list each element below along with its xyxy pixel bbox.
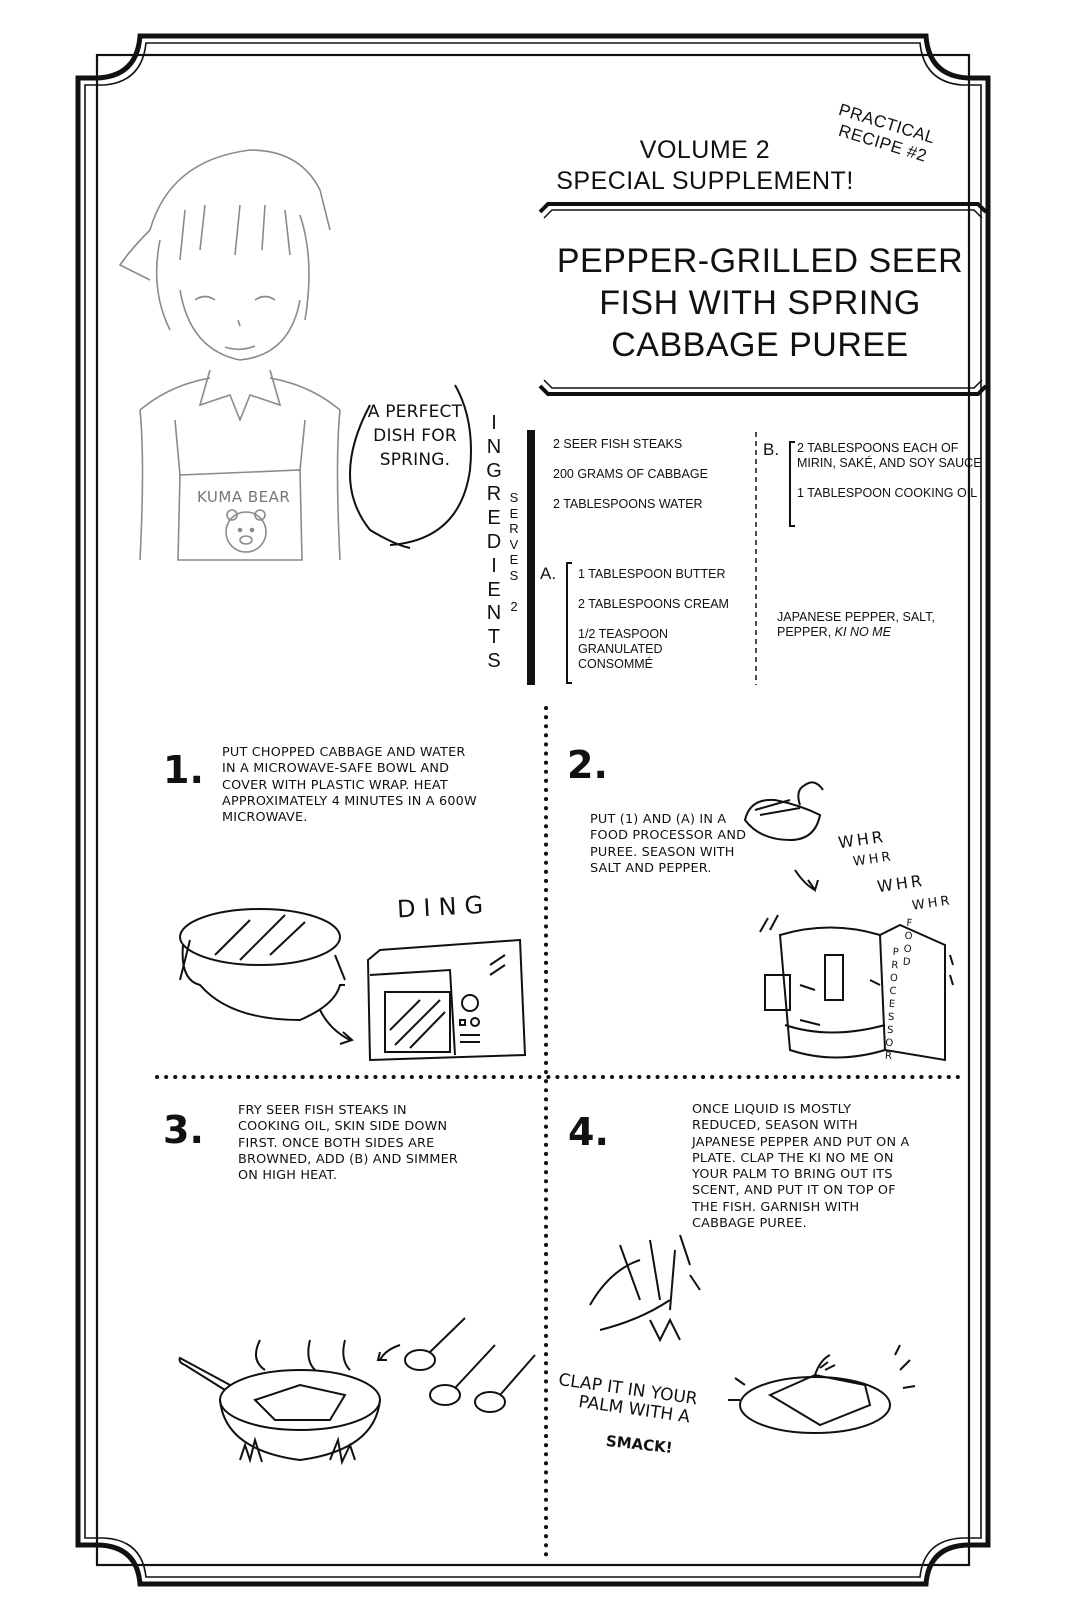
vertical-letter: S <box>487 649 501 672</box>
vertical-letter: R <box>890 959 899 972</box>
apron-text: Kuma Bear <box>197 488 291 506</box>
vertical-letter: F <box>906 917 913 930</box>
vertical-letter: O <box>903 943 912 956</box>
vertical-letter: S <box>509 490 519 505</box>
ingredients-bar <box>527 430 535 685</box>
vertical-letter: G <box>486 459 502 482</box>
vertical-letter: 2 <box>510 598 518 614</box>
vertical-letter: I <box>491 412 497 434</box>
vertical-letter: I <box>491 554 497 577</box>
vertical-letter: E <box>888 998 896 1011</box>
group-a-bracket <box>566 562 572 684</box>
vertical-letter: D <box>486 530 502 553</box>
vertical-letter: S <box>509 567 519 583</box>
step-4-text: Once liquid is mostly reduced, season wi… <box>692 1102 910 1232</box>
vertical-letter: O <box>904 930 913 943</box>
group-a-list: 1 tablespoon butter 2 tablespoons cream … <box>578 567 758 687</box>
step-3-text: Fry seer fish steaks in cooking oil, ski… <box>238 1103 459 1184</box>
vertical-letter: V <box>509 536 519 552</box>
character-illustration <box>118 149 341 561</box>
vertical-letter: E <box>487 507 501 530</box>
vertical-letter: R <box>486 483 502 506</box>
main-ingredients-list: 2 seer fish steaks 200 grams of cabbage … <box>553 437 753 527</box>
vertical-letter: R <box>509 521 519 536</box>
ingredient-item: 2 tablespoons each of mirin, saké, and s… <box>797 441 982 470</box>
ingredient-item: 2 tablespoons cream <box>578 597 729 611</box>
vertical-letter: N <box>486 602 502 625</box>
ding-sfx: DING <box>396 890 492 924</box>
seasoning-italic: ki no me <box>834 625 891 639</box>
step-2-text: Put (1) and (A) in a food processor and … <box>590 812 747 876</box>
step4-illustration <box>589 1234 916 1434</box>
vertical-letter: R <box>884 1050 893 1063</box>
seasoning-list: Japanese pepper, salt, pepper, ki no me <box>777 610 967 640</box>
group-a-label: A. <box>540 564 557 583</box>
frame-border <box>75 33 991 1587</box>
step-1-number: 1. <box>163 748 204 792</box>
vertical-letter: C <box>889 985 897 998</box>
recipe-title: Pepper-Grilled Seer Fish with Spring Cab… <box>540 240 980 366</box>
ingredient-item: 200 grams of cabbage <box>553 467 708 481</box>
step-3-number: 3. <box>163 1108 204 1152</box>
ingredient-item: 1 tablespoon cooking oil <box>797 486 978 500</box>
title-rules <box>538 202 988 396</box>
step2-illustration <box>743 781 954 1062</box>
step-1-text: Put chopped cabbage and water in a micro… <box>222 745 477 826</box>
step-4-number: 4. <box>568 1110 609 1154</box>
recipe-title-line-3: Cabbage Puree <box>611 326 909 364</box>
supplement-heading: Volume 2 Special Supplement! <box>540 135 870 197</box>
supplement-line-2: Special Supplement! <box>556 167 854 195</box>
ingredient-item: 1 tablespoon butter <box>578 567 726 581</box>
vertical-letter: N <box>486 435 502 458</box>
group-b-label: B. <box>763 440 780 459</box>
group-b-list: 2 tablespoons each of mirin, saké, and s… <box>797 441 987 516</box>
vertical-letter: S <box>886 1024 894 1037</box>
step1-illustration <box>179 908 527 1062</box>
vertical-letter: D <box>902 956 911 969</box>
ingredient-item: 2 tablespoons water <box>553 497 703 511</box>
vertical-letter: E <box>487 578 501 601</box>
recipe-title-line-2: Fish with Spring <box>599 284 921 322</box>
vertical-letter: O <box>889 972 899 985</box>
step-2-number: 2. <box>567 743 608 787</box>
vertical-letter: P <box>892 946 900 959</box>
vertical-letter: T <box>487 626 501 649</box>
vertical-letter <box>507 583 521 599</box>
recipe-title-line-1: Pepper-Grilled Seer <box>556 242 964 280</box>
vertical-letter: E <box>509 505 519 521</box>
group-b-bracket <box>789 441 795 527</box>
step3-illustration <box>178 1317 536 1466</box>
ingredient-item: 1/2 teaspoon granulated consommé <box>578 627 669 671</box>
speech-bubble-text: A perfect dish for spring. <box>367 402 463 470</box>
seasoning-text: Japanese pepper, salt, pepper, <box>777 610 935 639</box>
vertical-letter: S <box>887 1011 895 1024</box>
supplement-line-1: Volume 2 <box>639 136 771 164</box>
vertical-letter: E <box>509 552 519 567</box>
speech-bubble <box>349 384 472 549</box>
ingredient-item: 2 seer fish steaks <box>553 437 683 451</box>
vertical-letter: O <box>884 1037 894 1050</box>
